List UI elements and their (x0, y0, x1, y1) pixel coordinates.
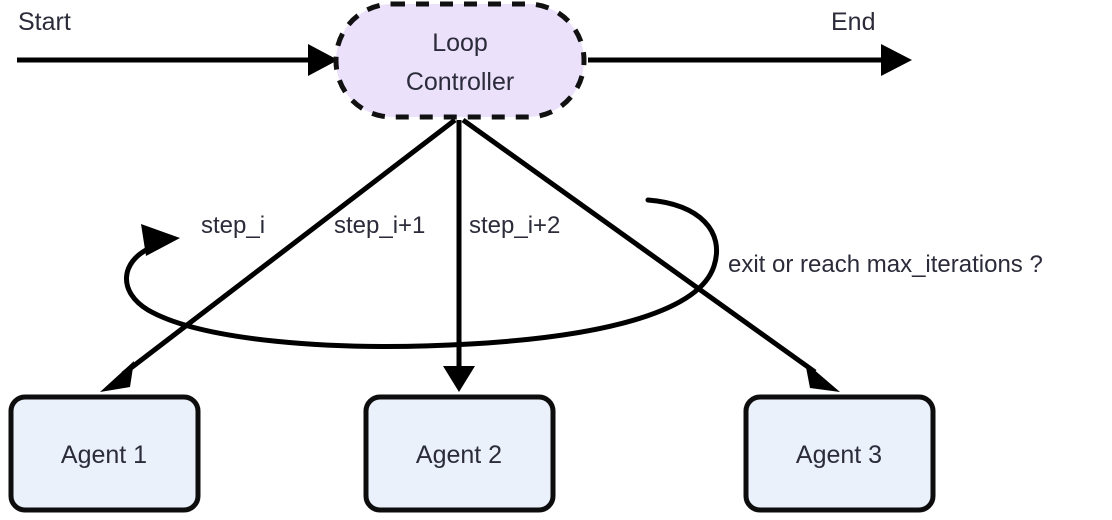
edge-to-agent-3 (461, 117, 840, 392)
feedback-loop-edge (124, 197, 720, 349)
node-agent-3[interactable]: Agent 3 (743, 394, 936, 513)
agent-1-shape (8, 394, 201, 513)
feedback-loop-arrow-head-icon (141, 224, 180, 256)
edge-to-agent-3-line (461, 117, 817, 375)
start-arrow-head-icon (308, 44, 338, 76)
node-loop-controller[interactable]: Loop Controller (333, 1, 587, 120)
edge-label-step-i-plus-2: step_i+2 (469, 212, 560, 239)
feedback-loop-curve (124, 197, 720, 349)
edge-label-feedback-condition: exit or reach max_iterations ? (728, 251, 1043, 278)
edge-to-agent-2-arrow-head-icon (443, 366, 475, 392)
edge-to-agent-1 (100, 118, 457, 392)
edge-label-step-i: step_i (201, 212, 265, 239)
agent-1-label: Agent 1 (61, 441, 147, 469)
end-label: End (831, 8, 875, 36)
edge-to-agent-2 (443, 120, 475, 392)
edge-to-agent-1-line (121, 118, 457, 376)
agent-2-label: Agent 2 (416, 441, 502, 469)
agent-3-shape (743, 394, 936, 513)
end-arrow-head-icon (881, 44, 912, 76)
loop-controller-label-line2: Controller (406, 68, 514, 96)
node-agent-1[interactable]: Agent 1 (8, 394, 201, 513)
node-agent-2[interactable]: Agent 2 (363, 394, 556, 513)
edge-to-agent-3-arrow-head-icon (805, 362, 840, 392)
loop-controller-shape (333, 1, 587, 120)
edge-to-agent-1-arrow-head-icon (100, 361, 134, 392)
end-arrow (588, 44, 912, 76)
agent-2-shape (363, 394, 556, 513)
start-arrow (17, 44, 338, 76)
start-label: Start (18, 8, 71, 36)
edge-label-step-i-plus-1: step_i+1 (334, 212, 425, 239)
loop-controller-label-line1: Loop (432, 29, 488, 57)
agent-3-label: Agent 3 (796, 441, 882, 469)
